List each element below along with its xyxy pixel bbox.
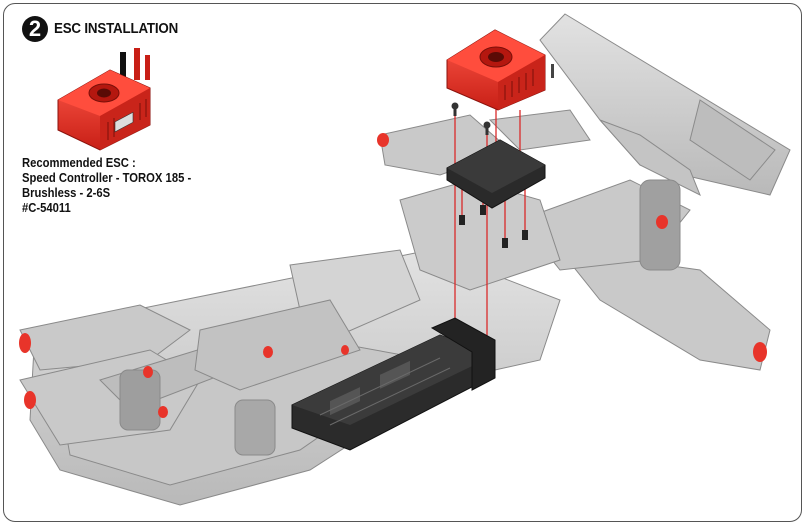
esc-part-number: #C-54011 (22, 201, 71, 215)
step-title: ESC INSTALLATION (54, 21, 179, 37)
rear-wing (539, 13, 791, 197)
center-deck (194, 179, 561, 391)
battery-tray (291, 317, 496, 451)
esc-unit-large (446, 29, 554, 111)
step-number-badge: 2 (22, 16, 48, 42)
front-suspension (19, 304, 276, 456)
esc-product-icon (57, 48, 151, 151)
rear-suspension (379, 109, 771, 371)
esc-mounting-plate (446, 102, 546, 248)
esc-model-line: Speed Controller - TOROX 185 - (22, 171, 192, 185)
red-hardware (19, 133, 767, 418)
step-header: 2 ESC INSTALLATION (22, 14, 189, 44)
recommended-esc-info: Recommended ESC : Speed Controller - TOR… (22, 156, 191, 216)
recommended-heading: Recommended ESC : (22, 156, 136, 170)
esc-spec-line: Brushless - 2-6S (22, 186, 111, 200)
